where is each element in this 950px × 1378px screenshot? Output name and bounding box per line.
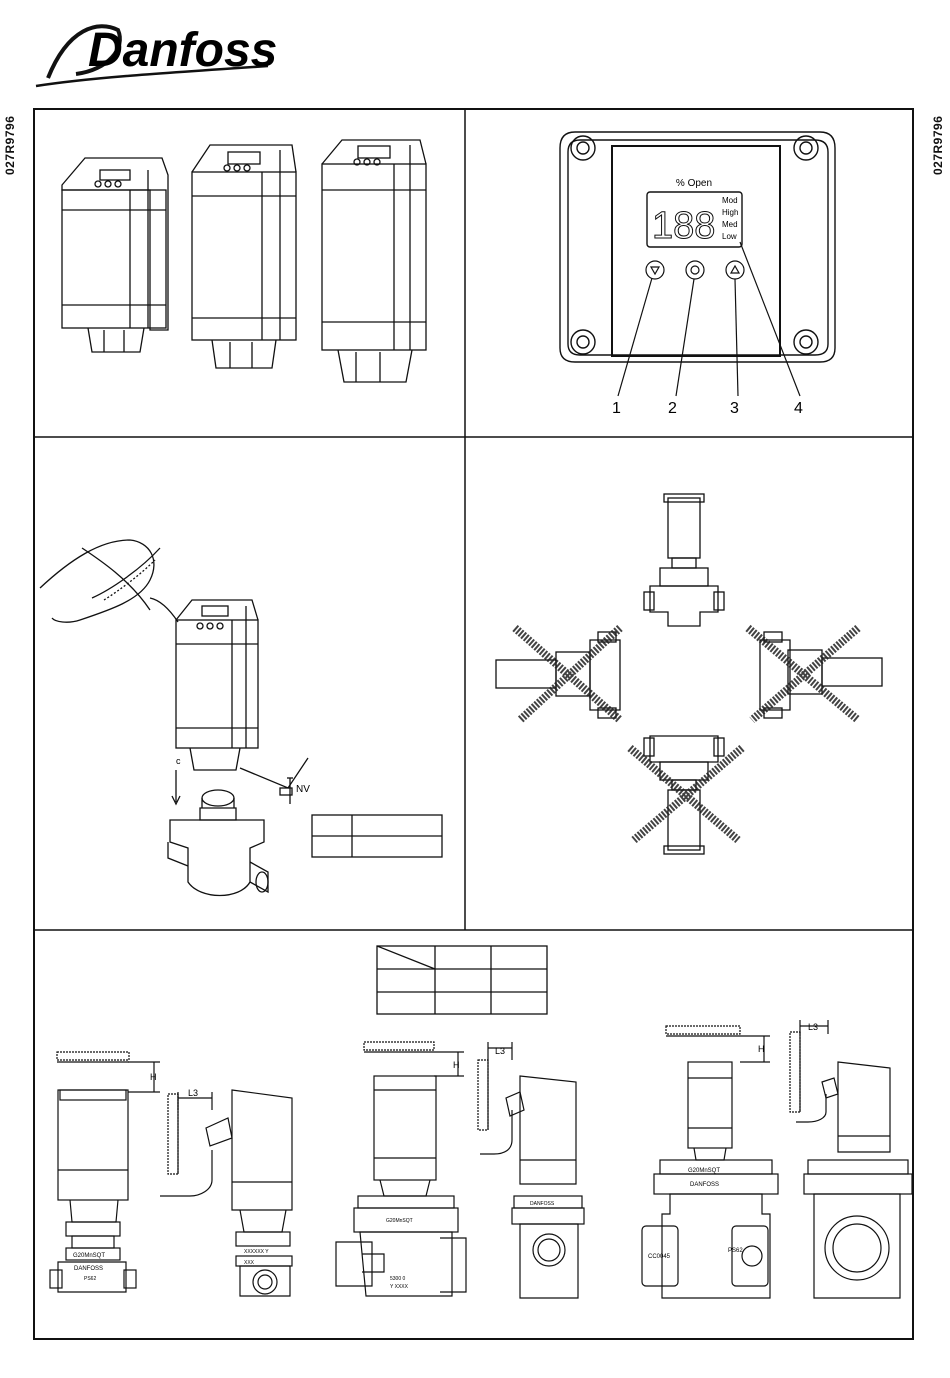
h-label-left: H — [150, 1072, 157, 1082]
display-title: % Open — [676, 178, 712, 189]
marking-mid-side: DANFOSS — [530, 1201, 555, 1207]
lcd-digits: 188 — [652, 205, 715, 247]
level-high: High — [722, 208, 738, 217]
orientation-right-wrong — [760, 632, 882, 718]
clearance-drawings — [50, 1020, 912, 1298]
actuator-variants — [62, 140, 426, 382]
installation-drawing — [40, 540, 308, 896]
hand-icon — [40, 540, 154, 622]
level-med: Med — [722, 220, 738, 229]
l3-label-left: L3 — [188, 1088, 198, 1098]
clearance-spec-table — [377, 946, 547, 1014]
marking-mid-body2: Y XXXX — [390, 1284, 409, 1290]
marking-left-side: XXXXXX Y — [244, 1249, 269, 1255]
marking-mid-top: G20MnSQT — [386, 1218, 413, 1224]
marking-right-mid: DANFOSS — [690, 1182, 719, 1188]
display-panel — [560, 132, 835, 362]
marking-mid-body: 5300 0 — [390, 1276, 406, 1282]
nv-label: NV — [296, 784, 310, 795]
level-mod: Mod — [722, 196, 738, 205]
callout-4: 4 — [794, 400, 803, 417]
actuator-large — [322, 140, 426, 382]
down-button[interactable] — [646, 261, 664, 279]
marking-left-bottom: DANFOSS — [74, 1266, 103, 1272]
callout-1: 1 — [612, 400, 621, 417]
marking-right-top: G20MnSQT — [688, 1168, 720, 1174]
l3-label-mid: L3 — [495, 1046, 505, 1056]
marking-right-pss: PS62 — [728, 1248, 743, 1254]
wrong-orientation-crosses — [515, 628, 858, 840]
marking-left-pss: PS62 — [84, 1276, 96, 1282]
orientation-correct — [644, 494, 724, 626]
h-label-mid: H — [453, 1060, 460, 1070]
up-button[interactable] — [726, 261, 744, 279]
callout-2: 2 — [668, 400, 677, 417]
marking-right-ce: CC0045 — [648, 1254, 671, 1260]
marking-left-side2: XXX — [244, 1260, 255, 1266]
l3-label-right: L3 — [808, 1022, 818, 1032]
actuator-medium — [192, 145, 296, 368]
enter-button[interactable] — [686, 261, 704, 279]
h-label-right: H — [758, 1044, 765, 1054]
level-low: Low — [722, 232, 737, 241]
marking-left-top: G20MnSQT — [73, 1253, 105, 1259]
actuator-small — [62, 158, 168, 352]
small-label: c — [176, 756, 181, 766]
callout-3: 3 — [730, 400, 739, 417]
install-spec-table — [312, 815, 442, 857]
